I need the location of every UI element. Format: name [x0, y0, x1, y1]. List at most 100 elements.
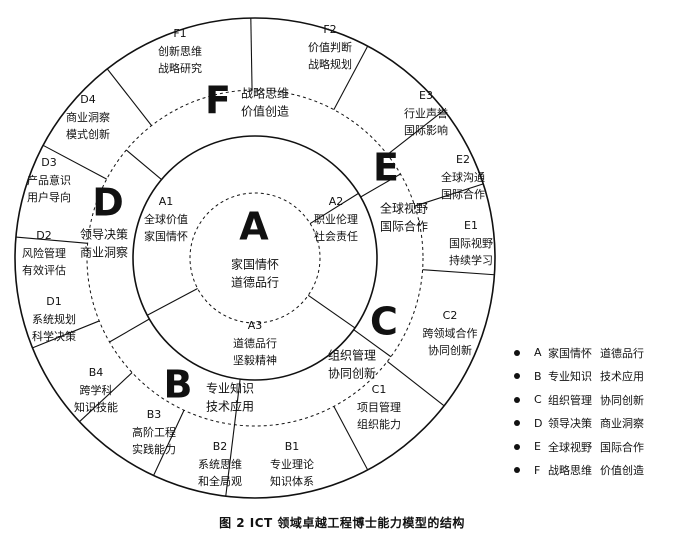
inner-divider: [309, 192, 359, 225]
outer-item-line: 持续学习: [449, 253, 493, 267]
inner-divider: [147, 288, 198, 316]
outer-divider: [15, 236, 88, 244]
outer-item-line: 跨领域合作: [423, 326, 478, 340]
inner-dashed-circle: [189, 192, 321, 324]
outer-item-line: 知识体系: [270, 474, 314, 488]
inner-item-id: A2: [329, 195, 344, 208]
bullet-icon: [514, 349, 520, 356]
center-line: 家国情怀: [231, 257, 279, 272]
dimension-line: 战略思维: [241, 86, 289, 101]
outer-divider: [225, 424, 236, 497]
outer-item-line: 系统规划: [32, 312, 76, 326]
outer-item-line: 跨学科: [80, 383, 113, 397]
inner-item-line: 家国情怀: [144, 229, 188, 243]
inner-item-line: 坚毅精神: [233, 353, 277, 367]
dimension-line: 专业知识: [206, 381, 254, 396]
outer-divider: [250, 18, 253, 91]
inner-item-id: A3: [248, 319, 263, 332]
outer-item-line: 全球沟通: [441, 170, 485, 184]
outer-divider: [414, 183, 484, 207]
outer-item-id: D1: [46, 295, 61, 308]
dimension-letter: B: [164, 363, 193, 407]
outer-item-line: 用户导向: [27, 190, 71, 204]
outer-divider: [42, 144, 107, 180]
bullet-icon: [514, 443, 520, 450]
middle-divider: [125, 149, 162, 181]
inner-item-line: 全球价值: [144, 212, 188, 226]
outer-item-line: 高阶工程: [132, 425, 176, 439]
outer-item-id: B1: [285, 440, 300, 453]
dimension-line: 商业洞察: [80, 245, 128, 260]
middle-ring-circle: [132, 135, 378, 381]
outer-divider: [333, 406, 369, 471]
outer-item-line: 系统思维: [198, 458, 242, 471]
dimension-letter: C: [370, 300, 398, 344]
dimension-letter: D: [92, 181, 124, 225]
outer-divider: [153, 410, 185, 476]
outer-item-id: F1: [173, 27, 186, 40]
dimension-line: 技术应用: [206, 399, 254, 414]
outer-item-id: B4: [89, 366, 104, 379]
outer-item-id: B2: [213, 440, 228, 453]
outer-item-line: 有效评估: [22, 263, 66, 277]
middle-divider: [360, 173, 401, 198]
bullet-icon: [514, 396, 520, 403]
dimension-line: 组织管理: [328, 348, 376, 363]
outer-item-id: C2: [443, 309, 458, 322]
outer-item-id: E3: [419, 89, 433, 102]
outer-item-line: 专业理论: [270, 457, 314, 471]
bullet-icon: [514, 420, 520, 427]
middle-divider: [109, 318, 150, 343]
inner-item-line: 社会责任: [314, 229, 358, 243]
outer-item-id: D2: [36, 229, 51, 242]
outer-item-line: 行业声誉: [404, 106, 448, 120]
center-line: 道德品行: [231, 275, 279, 290]
outer-item-line: 产品意识: [27, 173, 71, 187]
outer-item-line: 和全局观: [198, 474, 242, 488]
outer-divider: [387, 109, 445, 156]
inner-item-line: 道德品行: [233, 336, 277, 350]
inner-divider: [307, 294, 356, 329]
outer-item-line: 风险管理: [22, 246, 66, 260]
outer-item-line: 价值判断: [308, 40, 352, 54]
center-letter: A: [239, 205, 269, 249]
outer-item-line: 商业洞察: [66, 110, 110, 124]
outer-divider: [422, 269, 495, 276]
inner-item-id: A1: [159, 195, 174, 208]
outer-divider: [333, 45, 369, 110]
outer-divider: [79, 372, 133, 423]
outer-item-line: 项目管理: [357, 400, 401, 414]
outer-item-line: 战略研究: [158, 61, 202, 75]
outer-ring-circle: [14, 17, 496, 499]
outer-item-line: 战略规划: [308, 57, 352, 71]
outer-item-line: 知识技能: [74, 400, 118, 414]
outer-item-line: 国际合作: [441, 187, 485, 201]
dimension-letter: E: [373, 146, 399, 190]
outer-item-line: 国际视野: [449, 236, 493, 250]
outer-item-line: 组织能力: [357, 417, 401, 431]
outer-item-line: 模式创新: [66, 127, 110, 141]
ring-dividers: [15, 18, 495, 497]
bullet-icon: [514, 467, 520, 474]
middle-divider: [353, 329, 392, 358]
dimension-line: 价值创造: [241, 104, 289, 119]
outer-item-line: 国际影响: [404, 124, 448, 137]
middle-divider: [233, 379, 241, 425]
figure-caption: 图 2 ICT 领域卓越工程博士能力模型的结构: [219, 516, 465, 530]
outer-item-id: E1: [464, 219, 478, 232]
dimension-line: 领导决策: [80, 228, 128, 242]
dimension-line: 全球视野: [380, 201, 428, 216]
outer-item-id: F2: [323, 23, 336, 36]
outer-item-id: D4: [80, 93, 95, 106]
outer-divider: [387, 360, 445, 407]
outer-item-line: 创新思维: [158, 44, 202, 58]
dimension-line: 协同创新: [328, 366, 376, 381]
dimension-line: 国际合作: [380, 219, 428, 234]
